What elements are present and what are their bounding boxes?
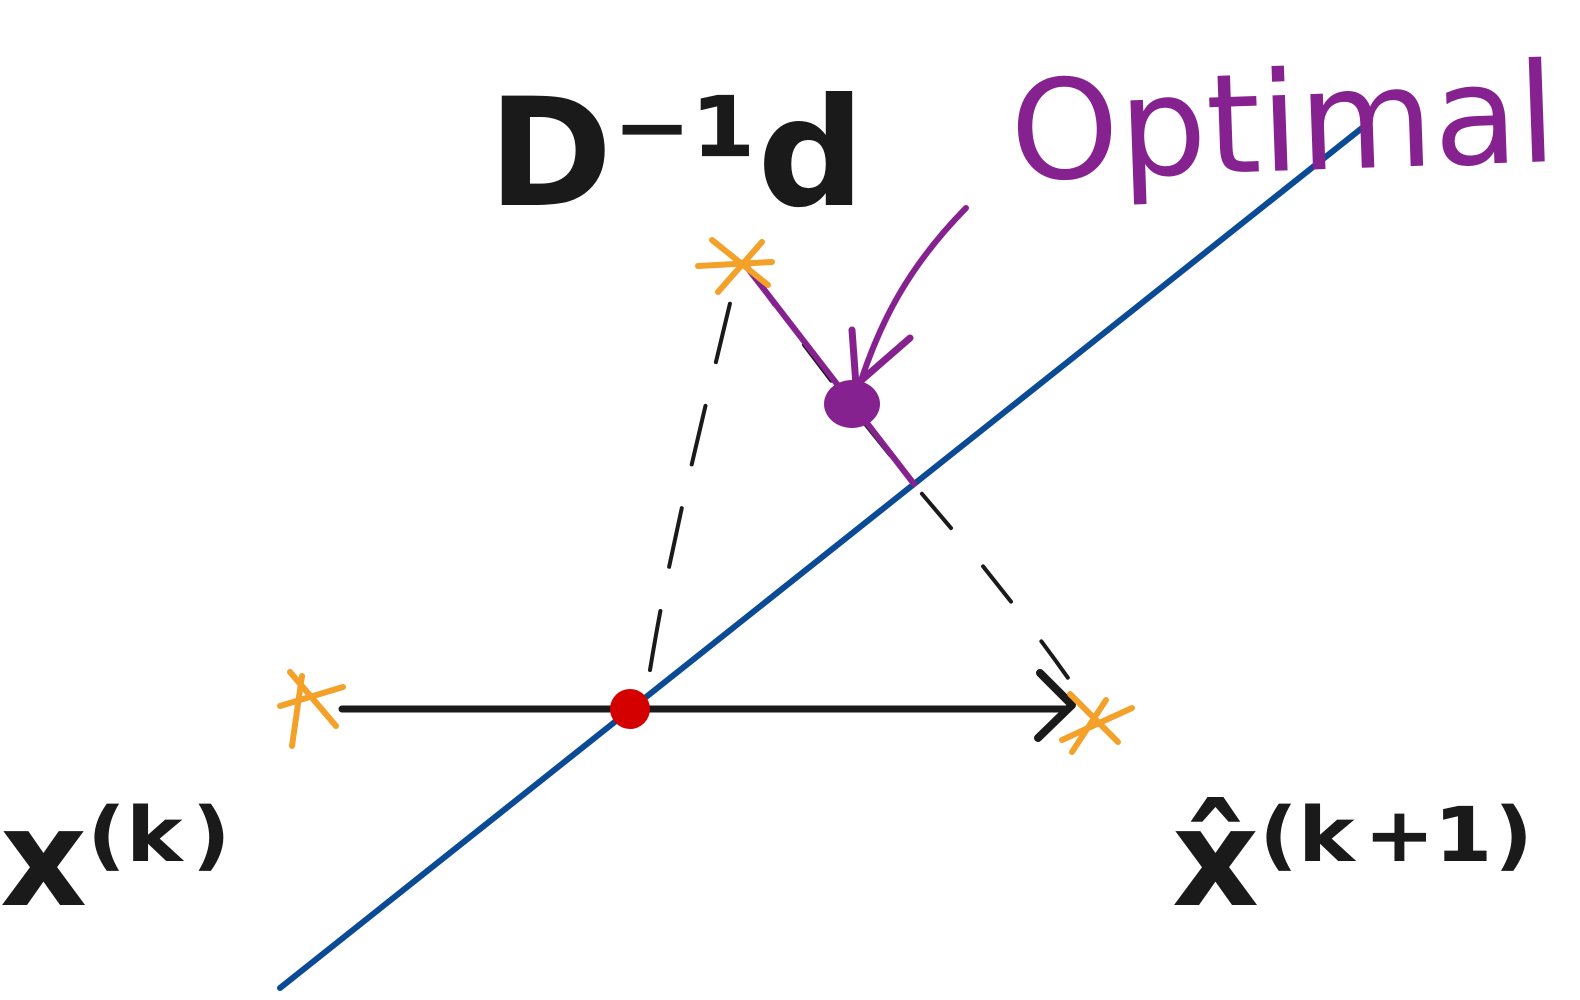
dashed-line-to-scaled-direction <box>648 268 740 672</box>
star-scaled-direction <box>695 237 775 295</box>
step-arrow <box>338 669 1076 742</box>
intersection-point <box>610 689 650 729</box>
label-optimal: Optimal <box>1008 33 1559 213</box>
optimal-point <box>824 380 880 428</box>
optimal-pointer-arrow <box>848 205 969 393</box>
star-x-k <box>277 669 346 749</box>
projection-segment <box>743 263 917 487</box>
label-x-hat-k1: x̂⁽ᵏ⁺¹⁾ <box>1172 780 1533 937</box>
label-x-k: x⁽ᵏ⁾ <box>0 780 231 937</box>
star-x-hat-k1 <box>1059 691 1135 755</box>
constraint-line <box>277 125 1365 991</box>
label-scaled-direction: D⁻¹d <box>488 67 865 241</box>
